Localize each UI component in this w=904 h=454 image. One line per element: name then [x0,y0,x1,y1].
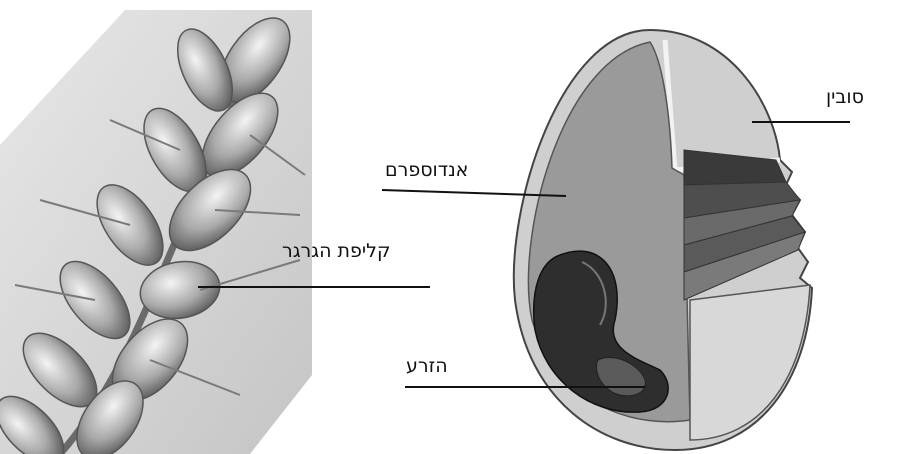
label-bran: סובין [826,86,864,108]
wheat-ear-photo [0,0,320,454]
label-husk: קליפת הגרגר [282,240,390,262]
label-endosperm: אנדוספרם [385,159,468,181]
label-germ: הזרע [406,355,448,377]
